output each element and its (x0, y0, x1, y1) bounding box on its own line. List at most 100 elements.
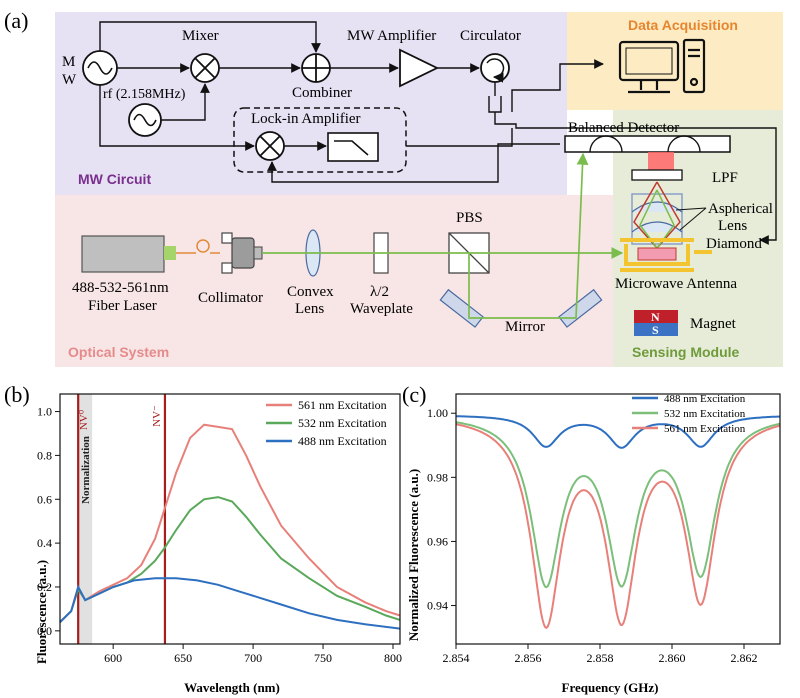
circulator-label: Circulator (460, 28, 521, 44)
series-line (59, 423, 401, 623)
microwave-antenna-icon (620, 238, 712, 272)
x-tick-label: 2.858 (587, 651, 614, 665)
x-tick-label: 650 (174, 651, 192, 665)
balanced-detector-label: Balanced Detector (568, 120, 679, 136)
mw-circuit-title: MW Circuit (78, 171, 151, 187)
mw-source-label-w: W (62, 72, 77, 88)
mw-circuit-region (55, 12, 567, 195)
panel-c-ylabel: Normalized Fluorescence (a.u.) (406, 469, 421, 641)
y-tick-label: 0.6 (37, 492, 52, 506)
aspherical-lens-label-1: Aspherical (708, 201, 773, 217)
y-tick-label: 0.2 (37, 580, 52, 594)
lockin-mixer-icon (255, 131, 285, 161)
mw-source-icon (82, 50, 118, 86)
x-tick-label: 2.856 (515, 651, 542, 665)
magnet-n-label: N (651, 310, 660, 324)
panel-c-xlabel: Frequency (GHz) (562, 680, 659, 695)
series-line (455, 423, 781, 630)
x-tick-label: 2.854 (443, 651, 470, 665)
fiber-laser-icon (81, 235, 165, 273)
combiner-label: Combiner (292, 85, 352, 101)
plot-frame (455, 393, 781, 645)
y-tick-label: 0.4 (37, 536, 52, 550)
panel-c-plot-area: 2.854 2.856 2.858 2.860 2.862 0.94 0.96 0.98 1.0… (427, 393, 781, 665)
y-tick-label: 0.94 (427, 599, 448, 613)
panel-b-xlabel: Wavelength (nm) (184, 680, 280, 695)
lpf-label: LPF (712, 170, 738, 186)
lockin-box (233, 107, 407, 173)
x-tick-label: 2.860 (659, 651, 686, 665)
lens-leader-line (675, 207, 707, 231)
magnet-label: Magnet (690, 316, 737, 332)
series-line (456, 415, 781, 449)
y-tick-label: 1.0 (37, 405, 52, 419)
waveplate-label-1: λ/2 (370, 284, 389, 300)
collimator-label: Collimator (198, 290, 263, 306)
photodetector-spot (648, 152, 674, 172)
y-tick-label: 0.8 (37, 448, 52, 462)
fiber-laser-label-2: Fiber Laser (88, 298, 157, 314)
panel-c-chart: (c) 2.854 2.856 2.858 2.860 2.862 0.94 0.96 0.9… (402, 382, 781, 695)
mw-source-label-m: M (62, 54, 75, 70)
waveplate-label-2: Waveplate (350, 301, 413, 317)
combiner-icon (301, 53, 331, 83)
panel-c-label: (c) (402, 382, 426, 407)
diamond-label: Diamond (706, 236, 762, 252)
lowpass-filter-icon (327, 132, 379, 162)
nv0-marker-label: NV⁰ (78, 409, 90, 430)
nvm-marker-label: NV⁻ (151, 405, 163, 427)
data-acquisition-title: Data Acquisition (628, 17, 738, 33)
x-tick-label: 2.862 (731, 651, 758, 665)
mirror-label: Mirror (505, 319, 545, 335)
mw-amplifier-label: MW Amplifier (347, 28, 436, 44)
sensing-module-title: Sensing Module (632, 344, 740, 360)
legend-entry: 561 nm Excitation (298, 398, 387, 412)
aspherical-lens-label-2: Lens (718, 218, 747, 234)
mixer-icon (190, 53, 220, 83)
optical-system-region (55, 195, 613, 367)
legend-entry: 532 nm Excitation (664, 408, 746, 420)
microwave-antenna-label: Microwave Antenna (615, 276, 737, 292)
lockin-label: Lock-in Amplifier (251, 111, 361, 127)
mw-amplifier-icon (399, 48, 440, 88)
y-tick-label: 0.0 (37, 624, 52, 638)
laser-beam (262, 152, 624, 319)
x-tick-label: 700 (244, 651, 262, 665)
pbs-label: PBS (456, 210, 483, 226)
computer-icon (618, 38, 706, 94)
panel-b-ylabel: Fluorescence (a.u.) (34, 560, 49, 664)
optical-system-title: Optical System (68, 344, 169, 360)
y-tick-label: 0.98 (427, 470, 448, 484)
x-tick-label: 750 (314, 651, 332, 665)
series-line (455, 421, 781, 589)
legend-entry: 532 nm Excitation (298, 416, 387, 430)
lpf-icon (631, 169, 683, 181)
balanced-detector-icon (564, 135, 731, 153)
convex-lens-label-1: Convex (287, 284, 334, 300)
magnet-n-pole (634, 310, 678, 323)
magnet-s-label: S (652, 323, 659, 337)
legend-entry: 561 nm Excitation (664, 423, 746, 435)
diamond-icon (637, 247, 677, 261)
series-line (59, 577, 401, 630)
convex-lens-label-2: Lens (295, 301, 324, 317)
panel-a-label: (a) (4, 8, 28, 33)
mw-wiring (99, 21, 777, 245)
rf-source-icon (128, 103, 162, 137)
panel-a-schematic: (a) MW Circuit Data Acquisition Optical … (4, 8, 783, 367)
magnet-s-pole (634, 323, 678, 336)
y-tick-label: 1.00 (427, 406, 448, 420)
fiber-loop (196, 239, 210, 253)
legend-entry: 488 nm Excitation (664, 393, 746, 405)
circulator-icon (480, 53, 510, 83)
fiber-laser-label-1: 488-532-561nm (72, 280, 169, 296)
mixer-label: Mixer (182, 28, 219, 44)
legend-entry: 488 nm Excitation (298, 434, 387, 448)
rf-label: rf (2.158MHz) (103, 87, 186, 102)
fiber-laser-port (164, 246, 176, 260)
normalization-label: Normalization (80, 436, 92, 504)
normalization-band (78, 394, 93, 644)
y-tick-label: 0.96 (427, 534, 448, 548)
